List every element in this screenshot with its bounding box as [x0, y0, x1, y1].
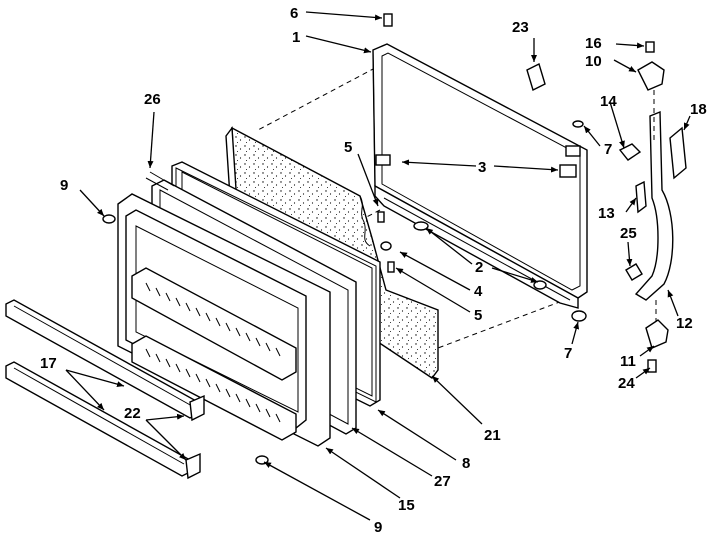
callout-6: 6 — [290, 5, 298, 22]
callout-5b: 5 — [474, 307, 482, 324]
callout-27: 27 — [434, 473, 451, 490]
callout-24: 24 — [618, 375, 635, 392]
callout-3: 3 — [478, 159, 486, 176]
callout-13: 13 — [598, 205, 615, 222]
callout-25: 25 — [620, 225, 637, 242]
callout-26: 26 — [144, 91, 161, 108]
callout-23: 23 — [512, 19, 529, 36]
callout-14: 14 — [600, 93, 617, 110]
screws-and-clips — [102, 13, 587, 465]
outer-door-panel — [372, 43, 588, 309]
callout-9a: 9 — [60, 177, 68, 194]
callout-11: 11 — [620, 353, 636, 370]
leader-lines — [65, 11, 691, 521]
callout-9b: 9 — [374, 519, 382, 536]
door-shelf-ribs — [131, 267, 297, 441]
callout-7b: 7 — [564, 345, 572, 362]
callout-10: 10 — [585, 53, 602, 70]
door-rails — [5, 299, 199, 477]
callout-4: 4 — [474, 283, 483, 300]
callout-21: 21 — [484, 427, 501, 444]
callout-1: 1 — [292, 29, 300, 46]
callout-7a: 7 — [604, 141, 612, 158]
callout-18: 18 — [690, 101, 707, 118]
door-handle — [634, 110, 687, 301]
callout-17: 17 — [40, 355, 57, 372]
rail-end-caps — [185, 394, 205, 480]
callout-12: 12 — [676, 315, 693, 332]
callout-16: 16 — [585, 35, 602, 52]
callout-8: 8 — [462, 455, 470, 472]
callout-15: 15 — [398, 497, 415, 514]
hinge-hardware — [618, 41, 669, 373]
callout-5a: 5 — [344, 139, 352, 156]
callout-2: 2 — [475, 259, 483, 276]
callout-22: 22 — [124, 405, 141, 422]
callout-labels: 6 1 23 16 10 14 18 26 5 7 3 9 13 25 2 4 … — [40, 5, 707, 536]
